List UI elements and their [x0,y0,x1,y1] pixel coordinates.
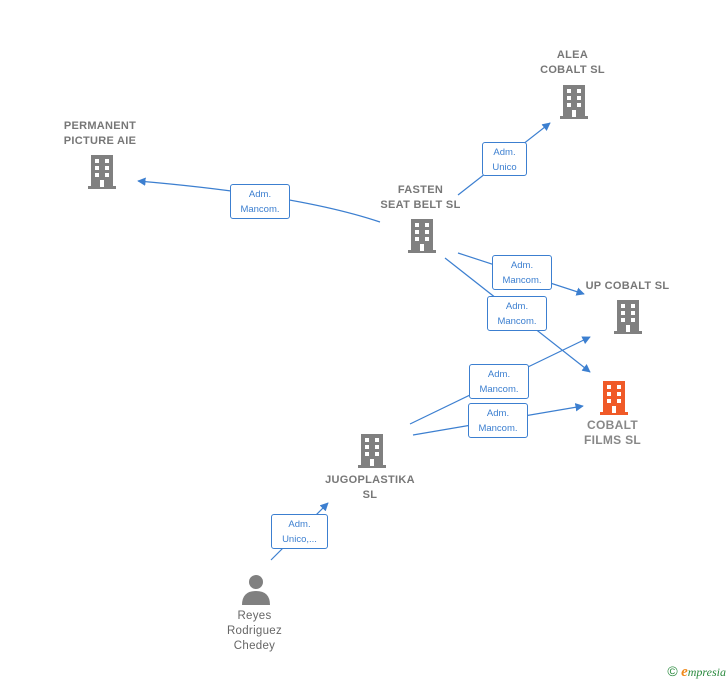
edge-label-fasten-upcobalt[interactable]: Adm. Mancom. [492,255,552,290]
node-reyes-label[interactable]: Reyes Rodriguez Chedey [226,610,283,652]
copyright-symbol: © [667,663,678,679]
edge-label-jugo-upcobalt[interactable]: Adm. Mancom. [469,364,529,399]
building-icon [88,155,116,189]
edge-label-reyes-jugo[interactable]: Adm. Unico,... [271,514,328,549]
node-alea-cobalt-label[interactable]: ALEA COBALT SL [540,49,605,76]
building-icon-highlighted [600,381,628,415]
building-icon [358,434,386,468]
node-permanent-picture-label[interactable]: PERMANENT PICTURE AIE [63,120,137,147]
building-icon [560,85,588,119]
edge-label-jugo-cobaltfilms[interactable]: Adm. Mancom. [468,403,528,438]
person-icon [242,575,270,605]
brand-rest: mpresia [687,665,726,679]
building-icon [408,219,436,253]
empresia-logo[interactable]: © empresia [667,663,726,681]
brand-e: e [681,664,688,680]
building-icon [614,300,642,334]
edge-label-fasten-alea[interactable]: Adm. Unico [482,142,527,176]
edge-label-fasten-permanent[interactable]: Adm. Mancom. [230,184,290,219]
edge-label-fasten-cobaltfilms[interactable]: Adm. Mancom. [487,296,547,331]
node-fasten-seat-belt-label[interactable]: FASTEN SEAT BELT SL [380,184,461,211]
node-cobalt-films-label[interactable]: COBALT FILMS SL [583,418,642,447]
node-jugoplastika-label[interactable]: JUGOPLASTIKA SL [325,474,415,501]
node-up-cobalt-label[interactable]: UP COBALT SL [585,280,670,292]
